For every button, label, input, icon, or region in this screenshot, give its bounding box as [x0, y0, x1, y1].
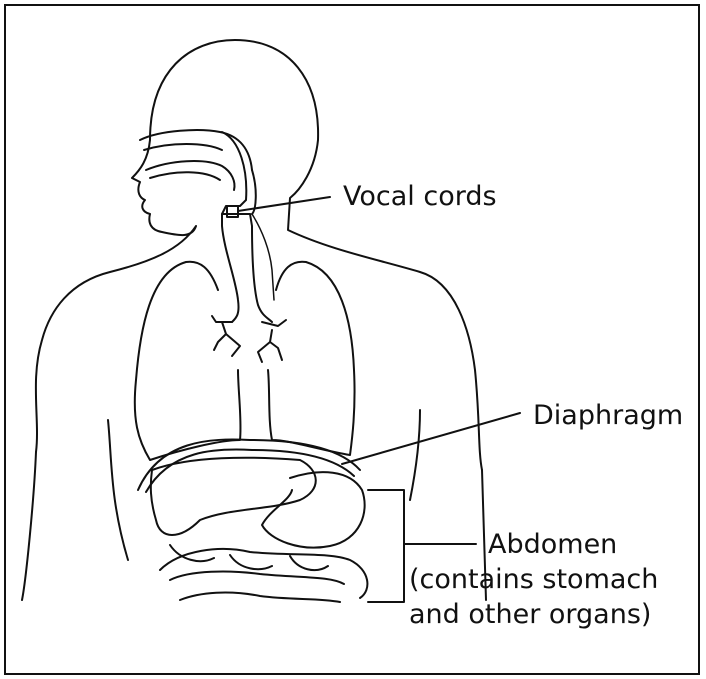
- diaphragm-label: Diaphragm: [533, 402, 683, 429]
- body-outline: [36, 40, 482, 470]
- diaphragm-leader: [342, 413, 520, 464]
- stomach: [262, 472, 365, 547]
- right-bronchi: [258, 320, 286, 362]
- left-lung: [135, 262, 241, 460]
- left-bronchi: [212, 316, 240, 356]
- vocal-cords-label: Vocal cords: [343, 183, 497, 210]
- abdomen-label: Abdomen: [488, 531, 617, 558]
- vocal-cords-leader: [238, 197, 330, 211]
- oral-cavity: [146, 161, 235, 190]
- intestines: [160, 549, 367, 602]
- left-arm-outline: [22, 420, 128, 600]
- diaphragm: [138, 440, 360, 492]
- liver: [151, 458, 316, 535]
- trachea: [222, 214, 272, 322]
- vocal-cords-box: [227, 206, 238, 217]
- abdomen-note-line2: and other organs): [409, 601, 651, 628]
- lower-intestines: [170, 545, 328, 570]
- nasal-cavity: [140, 130, 252, 170]
- abdomen-note-line1: (contains stomach: [409, 566, 658, 593]
- pharynx: [222, 132, 256, 214]
